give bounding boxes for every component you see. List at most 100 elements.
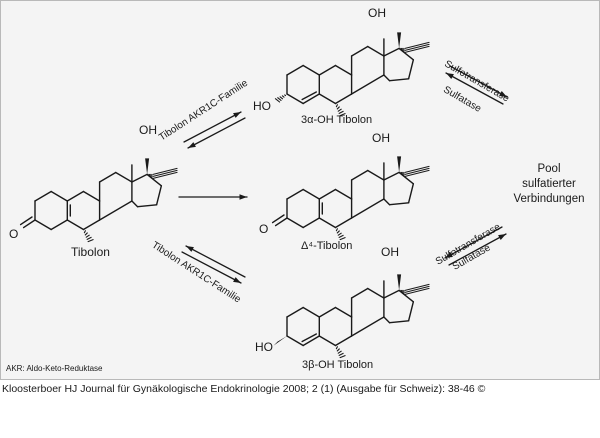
three-alpha-hash-bond xyxy=(284,94,287,97)
three-beta-triple-bond xyxy=(404,285,430,293)
three-alpha-hash-bond xyxy=(338,110,344,114)
tibolone-bond xyxy=(34,190,52,202)
delta4-bond xyxy=(388,202,410,206)
tibolone-bond xyxy=(131,200,139,208)
three-alpha-hash-bond xyxy=(335,104,338,108)
delta4-bond xyxy=(318,188,337,200)
three-beta-bond xyxy=(350,316,385,337)
sulfated-pool-label: Pool sulfatierter Verbindungen xyxy=(513,163,585,205)
three-alpha-bond xyxy=(318,64,337,76)
akr-lower-reverse-arrow xyxy=(185,245,246,278)
three-beta-oh-label: OH xyxy=(381,245,399,259)
tibolone-label: Tibolon xyxy=(71,245,110,259)
tibolone-bond xyxy=(155,185,163,206)
sulfo-upper-forward-arrow xyxy=(449,65,508,98)
delta4-bond xyxy=(318,217,337,229)
three-beta-bond xyxy=(302,335,320,347)
tibolone-bond xyxy=(98,200,133,221)
tibolone-oh-label: OH xyxy=(139,123,157,137)
tibolone-hash-bond xyxy=(86,236,92,240)
delta4-bond xyxy=(334,188,353,200)
three-alpha-oh-label: OH xyxy=(368,6,386,20)
sulfo-lower-forward-arrow xyxy=(448,233,507,266)
three-beta-bond xyxy=(286,335,304,347)
three-alpha-hash-bond xyxy=(279,96,284,100)
akr-lower-forward-arrow-head xyxy=(233,277,241,283)
delta4-triple-bond xyxy=(404,169,430,177)
sulfo-upper-reverse-arrow-head xyxy=(446,73,454,80)
delta4-triple-bond xyxy=(404,167,430,175)
three-beta-hash-bond xyxy=(339,355,346,359)
three-beta-bond xyxy=(302,306,320,318)
three-beta-bond xyxy=(383,316,391,324)
three-beta-hash-bond xyxy=(335,346,338,350)
three-alpha-bond xyxy=(286,93,304,105)
three-alpha-triple-bond xyxy=(404,45,430,53)
akr-upper-forward-arrow xyxy=(183,111,242,143)
tibolone-hash-bond xyxy=(87,239,94,243)
delta4-bond xyxy=(367,169,385,181)
delta4-hash-bond xyxy=(336,230,340,234)
tibolone-bond xyxy=(34,219,52,231)
delta4-bond xyxy=(302,217,320,229)
abbreviation-footnote: AKR: Aldo-Keto-Reduktase xyxy=(6,364,103,373)
three-beta-double-bond xyxy=(301,333,317,343)
figure-panel: Tibolon 3α-OH Tibolon Δ⁴-Tibolon 3β-OH T… xyxy=(0,0,600,380)
three-beta-oh-wedge xyxy=(397,274,402,291)
three-alpha-bond xyxy=(407,59,415,80)
three-alpha-bond xyxy=(318,93,337,105)
delta4-bond xyxy=(383,198,391,206)
delta4-carbonyl xyxy=(271,214,285,224)
tibolone-hash-bond xyxy=(85,234,90,238)
three-beta-bond xyxy=(318,335,337,347)
akr-upper-forward-arrow-head xyxy=(233,112,241,118)
tibolone-bond xyxy=(82,190,101,202)
delta4-bond xyxy=(286,188,304,200)
delta4-bond xyxy=(383,171,400,181)
akr-upper-reverse-arrow-head xyxy=(188,142,196,148)
sulfo-upper-reverse-arrow xyxy=(445,72,504,105)
tibolone-bond xyxy=(66,190,85,202)
three-alpha-bond xyxy=(383,47,400,57)
tibolone-bond xyxy=(50,190,69,202)
three-beta-hash-bond xyxy=(336,348,340,352)
akr-upper-reverse-arrow xyxy=(187,117,246,149)
three-alpha-bond xyxy=(302,64,320,76)
three-beta-label: 3β-OH Tibolon xyxy=(302,359,374,371)
three-alpha-bond xyxy=(367,45,385,57)
three-alpha-ho-label: HO xyxy=(253,99,271,113)
delta4-bond xyxy=(334,217,353,229)
sulfo-lower-reverse-arrow-head xyxy=(445,251,453,258)
tibolone-bond xyxy=(115,171,133,183)
three-beta-bond xyxy=(407,301,415,322)
three-alpha-bond xyxy=(350,45,369,57)
three-beta-bond xyxy=(350,287,369,299)
delta4-carbonyl xyxy=(274,217,288,227)
three-alpha-triple-bond xyxy=(404,43,430,51)
tibolone-o-label: O xyxy=(9,227,19,241)
three-alpha-bond xyxy=(383,74,391,82)
three-alpha-hash-bond xyxy=(274,98,281,103)
three-alpha-bond xyxy=(334,93,353,105)
three-beta-ho-wedge xyxy=(273,336,287,346)
akr-lower-forward-arrow xyxy=(181,251,242,284)
three-beta-hash-bond xyxy=(338,352,344,356)
three-beta-triple-bond xyxy=(404,283,430,291)
three-beta-ho-label: HO xyxy=(255,340,273,354)
sulfo-upper-forward-arrow-head xyxy=(499,90,507,97)
three-alpha-hash-bond xyxy=(277,97,282,101)
delta4-label: Δ⁴-Tibolon xyxy=(301,240,353,252)
tibolone-bond xyxy=(66,219,85,231)
three-beta-triple-bond xyxy=(404,287,430,295)
three-alpha-hash-bond xyxy=(339,113,346,117)
three-alpha-oh-wedge xyxy=(397,32,402,49)
three-beta-bond xyxy=(286,306,304,318)
three-beta-bond xyxy=(388,320,410,324)
three-alpha-bond xyxy=(302,93,320,105)
delta4-bond xyxy=(302,188,320,200)
tibolone-triple-bond xyxy=(152,171,178,179)
tibolone-bond xyxy=(98,171,117,183)
delta4-hash-bond xyxy=(339,237,346,241)
three-alpha-hash-bond xyxy=(336,106,340,110)
forward-arrow-head xyxy=(239,194,247,200)
